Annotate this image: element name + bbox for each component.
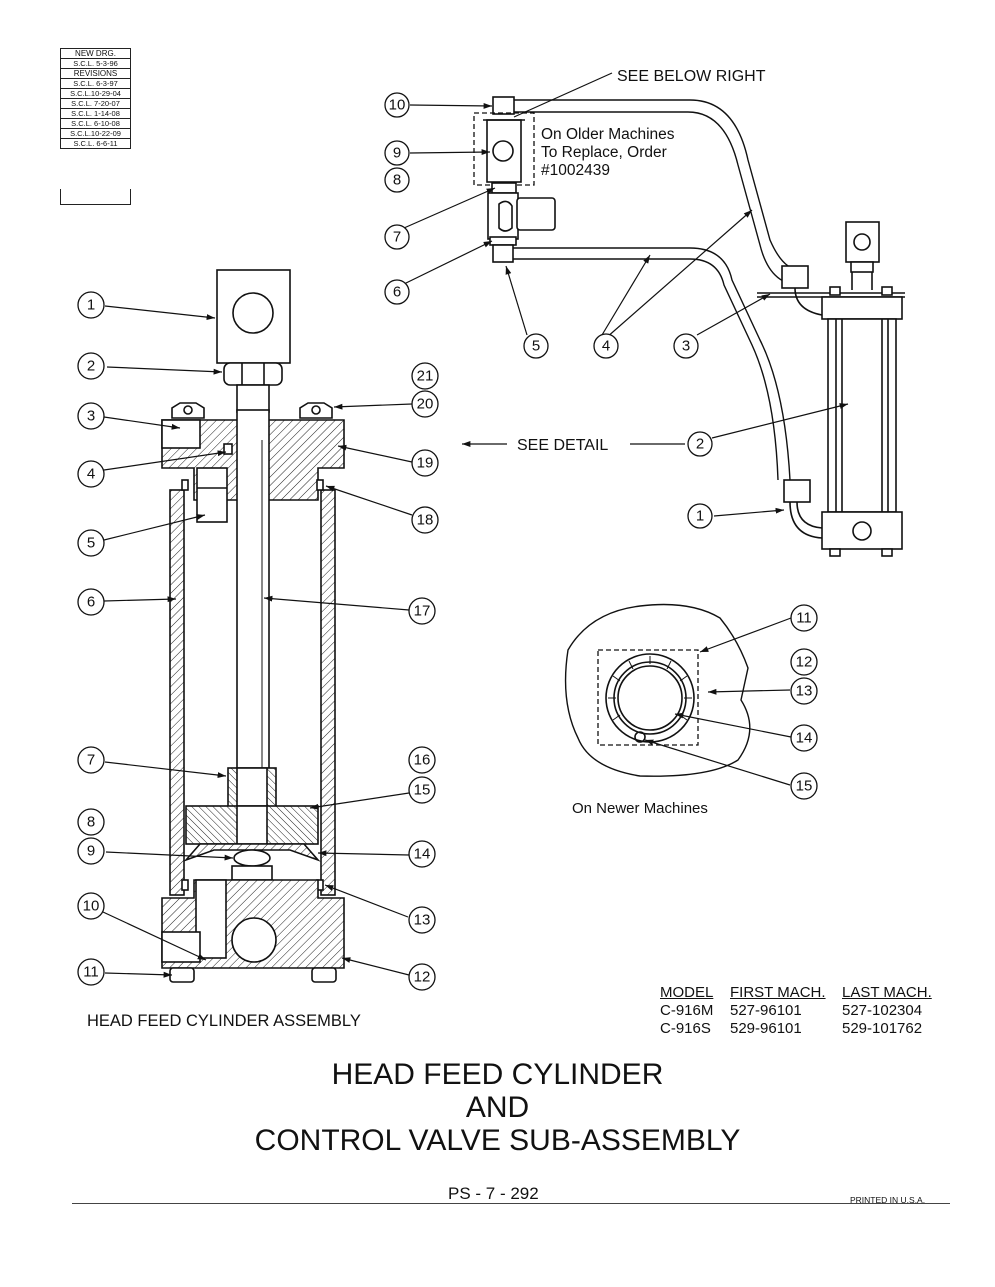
title-line-1: HEAD FEED CYLINDER: [331, 1058, 664, 1091]
revision-entry: S.C.L. 6-6-11: [60, 138, 131, 149]
callout-newer-13: 13: [796, 683, 813, 700]
last-machine-cell: 529-101762: [842, 1020, 923, 1037]
first-machine-cell: 529-96101: [730, 1020, 802, 1037]
callout-cyl-14: 14: [414, 846, 431, 863]
model-cell: C-916S: [660, 1020, 711, 1037]
callout-cyl-6: 6: [87, 594, 95, 611]
callout-newer-14: 14: [796, 730, 813, 747]
callout-cyl-2: 2: [87, 358, 95, 375]
model-row: C-916M 527-96101 527-102304: [660, 1002, 942, 1020]
callout-cyl-10: 10: [83, 898, 100, 915]
leader-lines: [102, 72, 849, 978]
page-title: HEAD FEED CYLINDER AND CONTROL VALVE SUB…: [0, 1058, 995, 1157]
callout-cyl-4: 4: [87, 466, 95, 483]
model-table-header: MODEL FIRST MACH. LAST MACH.: [660, 984, 942, 1002]
cylinder-mount-view: [757, 221, 905, 557]
newer-machines-detail: [564, 603, 751, 777]
callout-newer-12: 12: [796, 654, 813, 671]
callout-valve-9: 9: [393, 145, 401, 162]
callout-valve-5: 5: [532, 338, 540, 355]
diagram-labels: SEE BELOW RIGHT On Older Machines To Rep…: [517, 68, 766, 817]
callout-mount-2: 2: [696, 436, 704, 453]
callout-cyl-3: 3: [87, 408, 95, 425]
callout-numbers: 10 9 8 7 6 5 4 3 2 1 1 2 3 4 5 6 7 8 9 1…: [83, 97, 813, 986]
first-machine-header: FIRST MACH.: [730, 984, 826, 1001]
callout-cyl-16: 16: [414, 752, 431, 769]
title-line-3: CONTROL VALVE SUB-ASSEMBLY: [254, 1124, 741, 1157]
last-machine-header: LAST MACH.: [842, 984, 932, 1001]
callout-cyl-20: 20: [417, 396, 434, 413]
model-header: MODEL: [660, 984, 714, 1001]
older-machines-note-line3: #1002439: [541, 162, 610, 179]
callout-valve-4: 4: [602, 338, 610, 355]
callout-cyl-18: 18: [417, 512, 434, 529]
callout-cyl-21: 21: [417, 368, 434, 385]
callout-newer-15: 15: [796, 778, 813, 795]
callout-valve-7: 7: [393, 229, 401, 246]
control-valve: [473, 96, 556, 263]
callout-cyl-7: 7: [87, 752, 95, 769]
printed-in-usa: PRINTED IN U.S.A.: [850, 1195, 926, 1205]
callout-valve-3: 3: [682, 338, 690, 355]
callout-cyl-11: 11: [83, 964, 99, 981]
callout-newer-11: 11: [796, 610, 812, 627]
callout-valve-10: 10: [389, 97, 406, 114]
model-cell: C-916M: [660, 1002, 714, 1019]
footer-rule: [72, 1203, 950, 1204]
see-below-right-label: SEE BELOW RIGHT: [617, 68, 766, 85]
callout-cyl-9: 9: [87, 843, 95, 860]
newer-machines-caption: On Newer Machines: [572, 800, 708, 817]
page-number: PS - 7 - 292: [448, 1184, 539, 1203]
first-machine-cell: 527-96101: [730, 1002, 802, 1019]
callout-cyl-13: 13: [414, 912, 431, 929]
model-table: MODEL FIRST MACH. LAST MACH. C-916M 527-…: [660, 984, 942, 1038]
callout-cyl-1: 1: [87, 297, 95, 314]
revision-table-stem: [60, 189, 131, 205]
callout-cyl-17: 17: [414, 603, 431, 620]
model-row: C-916S 529-96101 529-101762: [660, 1020, 942, 1038]
callout-cyl-5: 5: [87, 535, 95, 552]
last-machine-cell: 527-102304: [842, 1002, 923, 1019]
cylinder-assembly-caption: HEAD FEED CYLINDER ASSEMBLY: [87, 1012, 361, 1030]
callout-valve-6: 6: [393, 284, 401, 301]
callout-cyl-15: 15: [414, 782, 431, 799]
callout-valve-8: 8: [393, 172, 401, 189]
callout-cyl-12: 12: [414, 969, 431, 986]
callout-cyl-8: 8: [87, 814, 95, 831]
title-line-2: AND: [465, 1091, 530, 1124]
callout-cyl-19: 19: [417, 455, 434, 472]
older-machines-note-line2: To Replace, Order: [541, 144, 667, 161]
older-machines-note-line1: On Older Machines: [541, 126, 675, 143]
see-detail-label: SEE DETAIL: [517, 437, 608, 454]
callout-bubbles: [77, 92, 818, 991]
revision-table: NEW DRG. S.C.L. 5-3-96 REVISIONS S.C.L. …: [60, 48, 131, 149]
cylinder-section-view: [161, 269, 345, 983]
air-tubing: [513, 99, 801, 481]
callout-mount-1: 1: [696, 508, 704, 525]
